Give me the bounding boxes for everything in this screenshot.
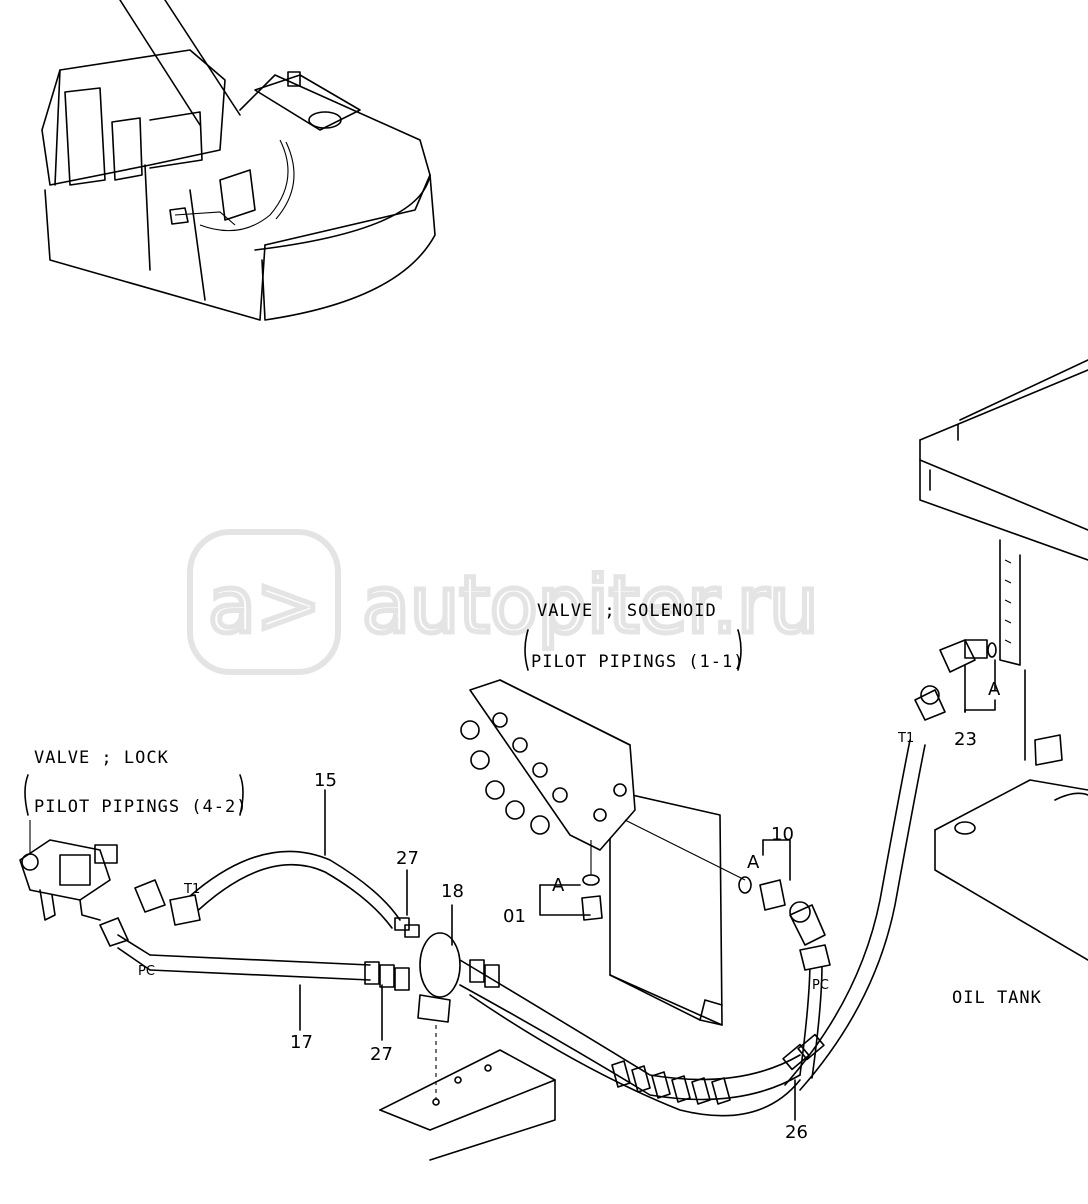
oil-tank-frame-drawing — [919, 359, 1088, 961]
label-valve-lock: VALVE ; LOCK — [34, 748, 169, 768]
excavator-overview-drawing — [41, 0, 436, 321]
clamp-18-drawing — [417, 932, 461, 1100]
label-pilot-pipings-4-2: PILOT PIPINGS (4-2) — [34, 797, 247, 817]
callout-17: 17 — [290, 1032, 313, 1053]
callout-27-upper: 27 — [396, 848, 419, 869]
callout-a-23: A — [988, 679, 1001, 700]
callout-01: 01 — [503, 906, 526, 927]
callout-15: 15 — [314, 770, 337, 791]
callout-26: 26 — [785, 1122, 808, 1143]
labels: VALVE ; SOLENOID PILOT PIPINGS (1-1) VAL… — [34, 601, 1042, 1008]
fitting-10-drawing — [624, 819, 786, 911]
port-label-pc-left: PC — [138, 964, 155, 979]
watermark: a> autopiter.ru — [187, 529, 821, 675]
lock-valve-drawing — [19, 839, 118, 921]
elbow-23-drawing — [939, 639, 997, 673]
port-label-t1-right: T1 — [897, 731, 914, 746]
watermark-text: autopiter.ru — [362, 561, 819, 651]
callout-23: 23 — [954, 729, 977, 750]
watermark-logo-glyph: a> — [208, 561, 321, 651]
label-pilot-pipings-1-1: PILOT PIPINGS (1-1) — [531, 652, 744, 672]
callout-a-10: A — [747, 852, 760, 873]
callout-a-01: A — [552, 875, 565, 896]
callouts: 15 17 27 27 18 01 10 23 26 T1 T1 PC PC A… — [138, 679, 1001, 1143]
watermark-logo-frame — [187, 529, 341, 675]
callout-27-lower: 27 — [370, 1044, 393, 1065]
port-label-pc-right: PC — [812, 978, 829, 993]
frame-rail-drawing — [379, 1049, 556, 1161]
label-oil-tank: OIL TANK — [952, 988, 1042, 1008]
callout-18: 18 — [441, 881, 464, 902]
leader-lines — [24, 629, 996, 1121]
plug-01-drawing — [581, 840, 603, 921]
port-label-t1-left: T1 — [183, 882, 200, 897]
solenoid-valve-drawing — [460, 679, 723, 1026]
hose-t1-right — [782, 685, 946, 1091]
hose-15 — [134, 850, 420, 938]
hose-26 — [789, 901, 831, 1079]
callout-10: 10 — [771, 824, 794, 845]
label-valve-solenoid: VALVE ; SOLENOID — [537, 601, 717, 621]
hose-bundle — [459, 959, 801, 1117]
hose-17 — [99, 917, 410, 991]
